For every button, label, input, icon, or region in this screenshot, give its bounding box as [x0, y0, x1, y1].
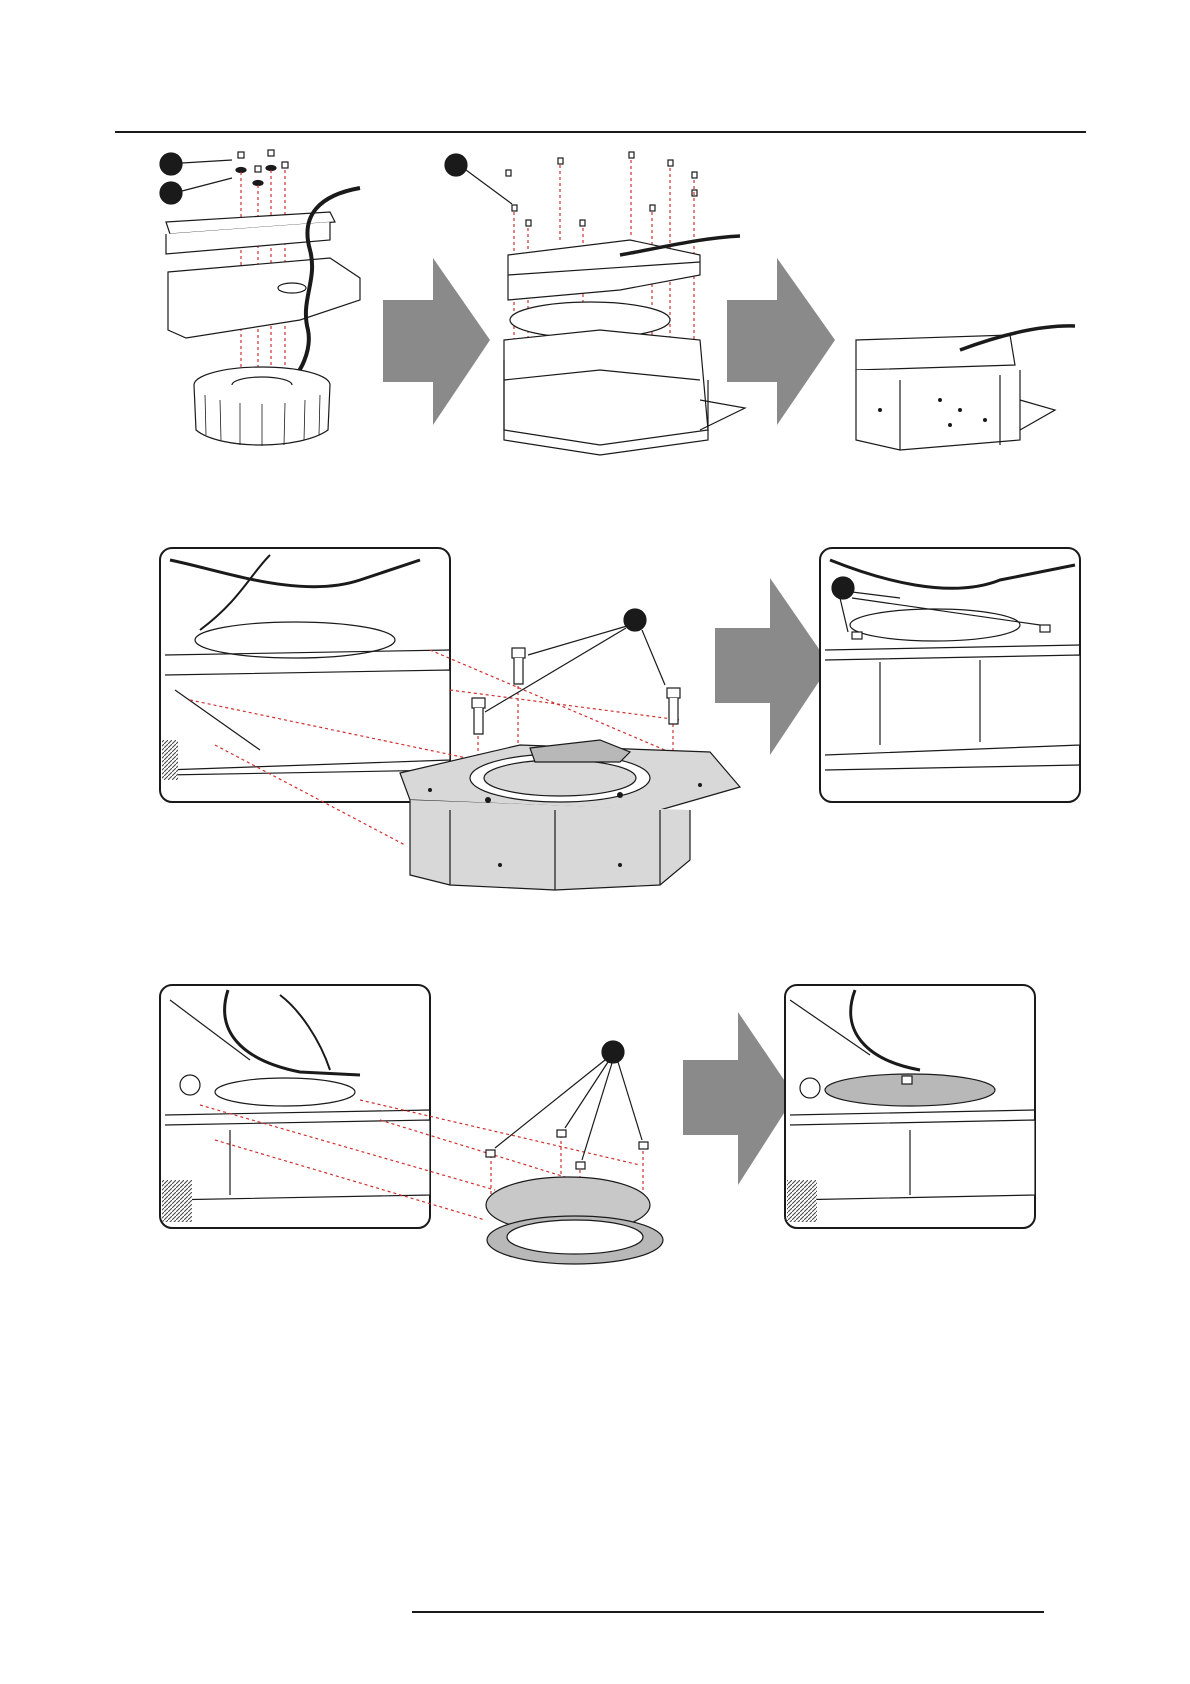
cover-disk-part — [486, 1177, 663, 1264]
leader-line — [182, 160, 232, 163]
next-step-arrow-icon — [715, 578, 830, 755]
callout-marker — [624, 609, 646, 631]
fan-assembly-exploded — [160, 150, 360, 446]
screw-set-icon — [236, 150, 288, 186]
callout-marker — [832, 577, 854, 599]
leader-line — [466, 170, 512, 204]
callout-marker — [160, 153, 182, 175]
leader-line — [182, 178, 232, 191]
callout-marker — [602, 1041, 624, 1063]
detail-view-after — [820, 548, 1080, 802]
next-step-arrow-icon — [727, 258, 835, 425]
detail-view-before — [160, 548, 450, 802]
fan-housing-part — [400, 740, 740, 890]
callout-marker — [445, 154, 467, 176]
fan-housing-assembled — [856, 326, 1075, 450]
figure-3-cover-install — [160, 985, 1035, 1264]
callout-marker — [160, 182, 182, 204]
fan-housing-exploded — [445, 152, 745, 455]
screw-icon — [472, 648, 680, 734]
detail-view-after — [785, 985, 1035, 1228]
next-step-arrow-icon — [683, 1012, 795, 1185]
figure-1-assembly — [160, 150, 1075, 455]
figure-2-housing-install — [160, 548, 1080, 890]
next-step-arrow-icon — [383, 258, 490, 425]
